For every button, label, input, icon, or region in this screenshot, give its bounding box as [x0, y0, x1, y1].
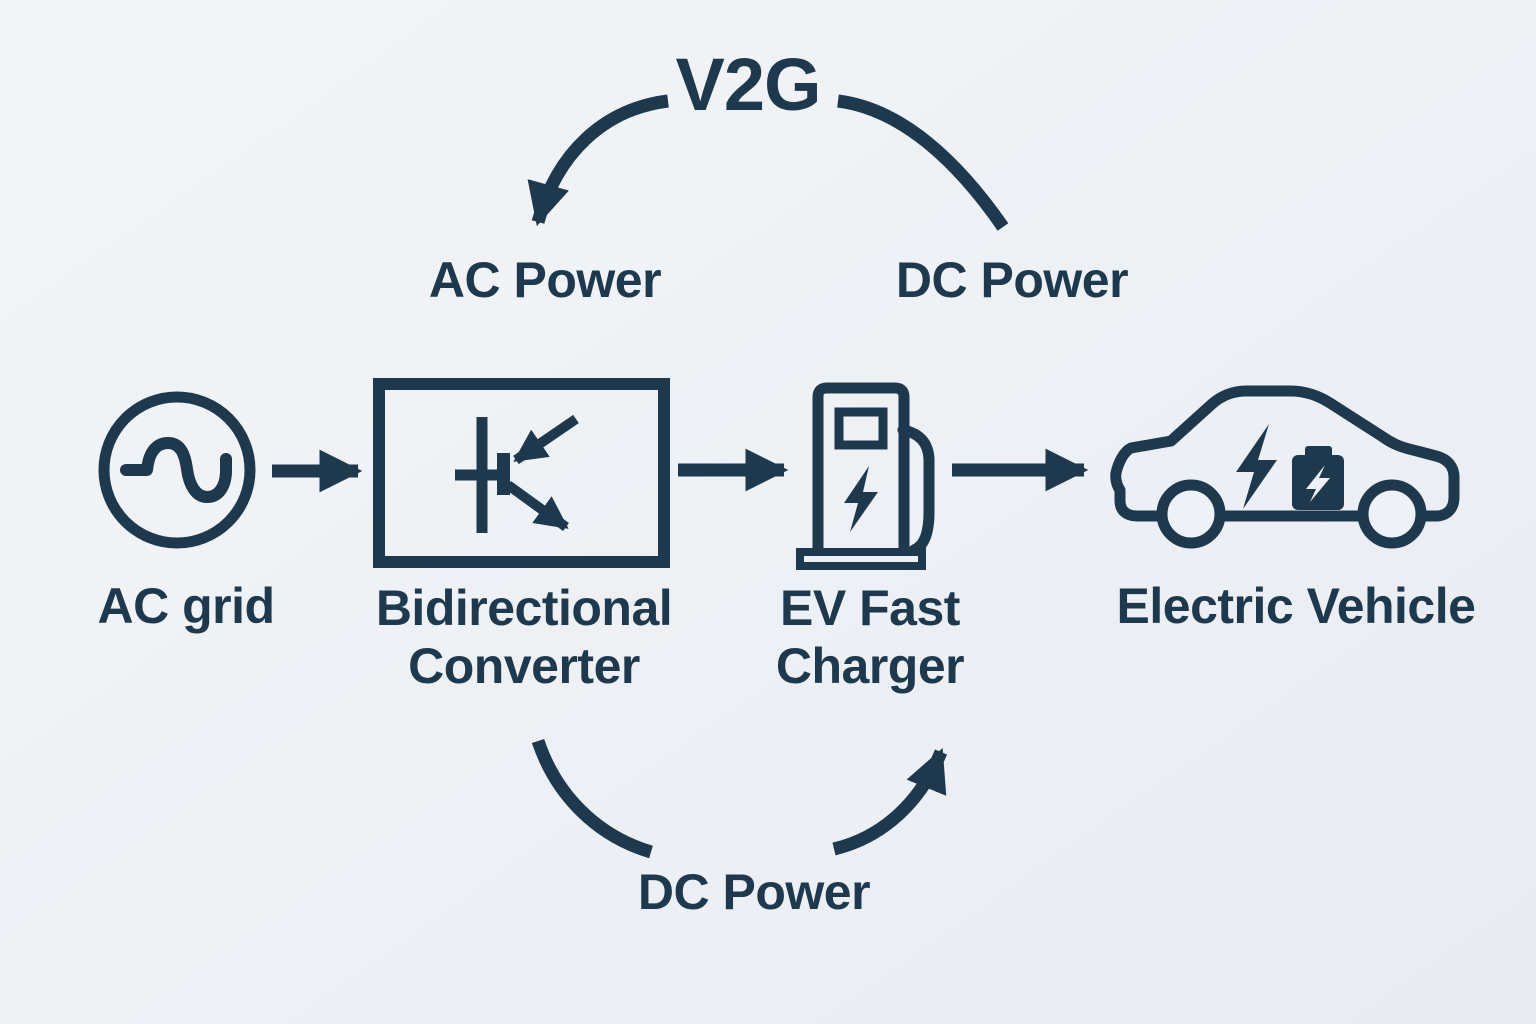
- ac-grid-label: AC grid: [97, 578, 275, 634]
- v2g-arc: [527, 94, 1009, 231]
- charger-label-line1: EV Fast: [780, 580, 960, 636]
- ev-charger-icon: [796, 382, 935, 570]
- dc-power-arc: [531, 738, 948, 859]
- front-wheel: [1156, 479, 1226, 549]
- electric-vehicle-label: Electric Vehicle: [1116, 578, 1476, 634]
- charger-label-line2: Charger: [775, 637, 965, 694]
- ac-source-icon: [98, 391, 256, 549]
- rear-wheel: [1357, 479, 1427, 549]
- converter-label: Bidirectional Converter: [375, 580, 673, 695]
- converter-label-line1: Bidirectional: [375, 580, 673, 636]
- dc-arc-left: [531, 738, 653, 859]
- dc-power-bottom-label: DC Power: [637, 864, 871, 920]
- electric-car-icon: [1110, 385, 1460, 549]
- dc-power-top-label: DC Power: [895, 252, 1129, 308]
- v2g-arc-right: [837, 94, 1009, 231]
- charger-label: EV Fast Charger: [775, 580, 965, 695]
- v2g-title: V2G: [675, 43, 821, 126]
- bolt-icon: [1236, 424, 1277, 509]
- ac-power-label: AC Power: [428, 252, 662, 308]
- battery-icon: [1292, 446, 1344, 510]
- converter-label-line2: Converter: [408, 637, 640, 694]
- transistor-icon: [373, 378, 670, 568]
- v2g-arc-left-arrow: [527, 94, 669, 227]
- dc-arc-right-arrow: [832, 748, 948, 856]
